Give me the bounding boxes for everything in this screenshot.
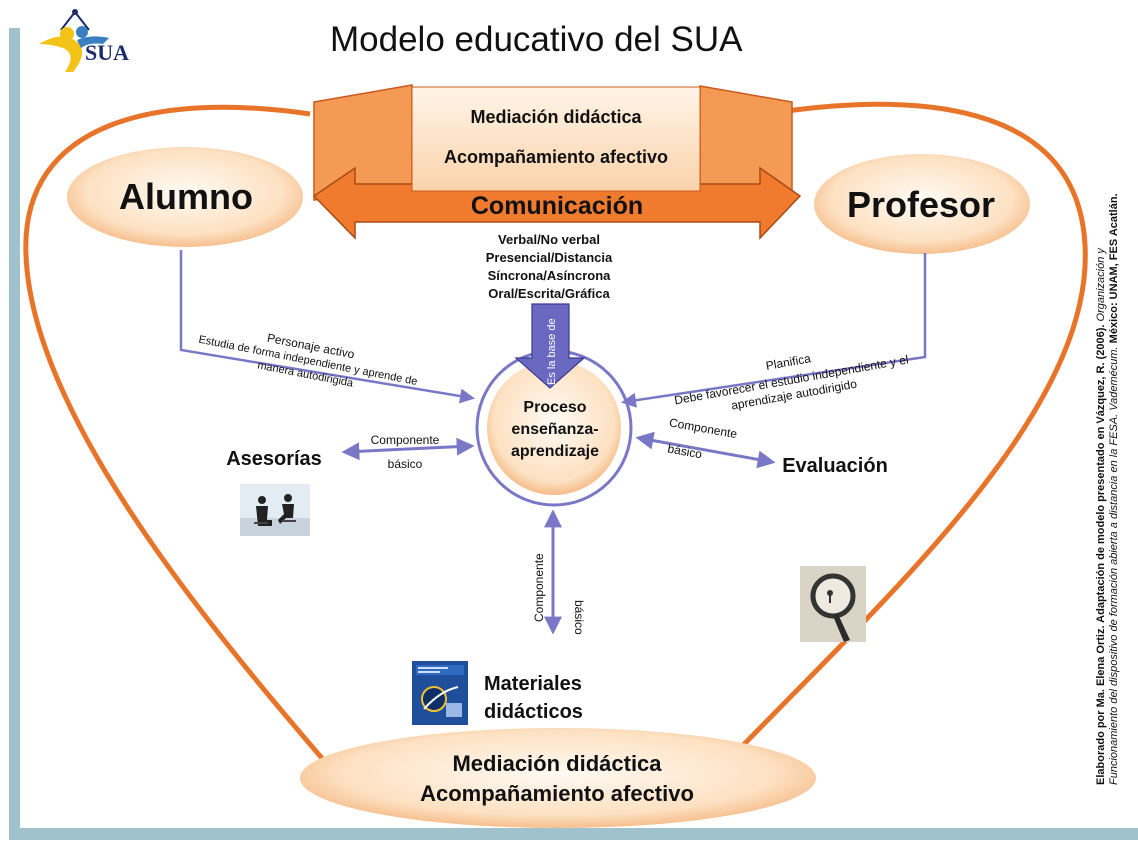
page-title: Modelo educativo del SUA (330, 20, 743, 59)
credit-note: Elaborado por Ma. Elena Ortiz. Adaptació… (1095, 25, 1121, 785)
credit-line2-italic: Funcionamiento del dispositivo de formac… (1108, 346, 1120, 785)
center-line2: enseñanza- (511, 421, 598, 438)
materiales-book-image (412, 661, 468, 725)
credit-line1-italic: Organización y (1095, 248, 1107, 325)
bottom-frame-bar (9, 828, 1138, 840)
bottom-line1: Mediación didáctica (452, 751, 662, 776)
process-inner-circle (487, 361, 621, 495)
sua-logo (39, 9, 109, 72)
comm-type-2: Presencial/Distancia (486, 250, 613, 265)
evaluacion-componente-line2: básico (667, 442, 704, 462)
logo-text: SUA (85, 40, 130, 65)
profesor-connector-arrow (621, 253, 927, 408)
comunicacion-label: Comunicación (471, 192, 643, 220)
es-la-base-arrow (514, 303, 586, 389)
materiales-componente-line1: Componente (532, 553, 546, 622)
credit-line2-bold: México: UNAM, FES Acatlán. (1108, 193, 1120, 347)
profesor-label: Profesor (847, 184, 995, 225)
bottom-mediacion-oval (300, 728, 816, 828)
evaluacion-componente-line1: Componente (668, 415, 738, 441)
profesor-oval (814, 154, 1030, 254)
asesorias-double-arrow (341, 437, 475, 461)
mediacion-top-box (411, 86, 701, 192)
asesorias-componente-line2: básico (388, 457, 423, 471)
alumno-connector-arrow (179, 250, 475, 404)
center-line1: Proceso (523, 399, 586, 416)
asesorias-label: Asesorías (226, 448, 322, 470)
credit-line1-bold: Elaborado por Ma. Elena Ortiz. Adaptació… (1095, 324, 1107, 785)
alumno-label: Alumno (119, 176, 253, 217)
top-box-line2: Acompañamiento afectivo (444, 147, 668, 167)
comm-type-3: Síncrona/Asíncrona (488, 268, 612, 283)
evaluacion-double-arrow (635, 431, 776, 469)
evaluacion-magnifier-image (800, 566, 866, 642)
asesorias-meeting-image (240, 484, 310, 536)
materiales-label-line2: didácticos (484, 701, 583, 723)
bottom-line2: Acompañamiento afectivo (420, 781, 694, 806)
left-frame-bar (9, 28, 20, 840)
center-line3: aprendizaje (511, 443, 599, 460)
asesorias-componente-line1: Componente (371, 433, 440, 447)
comm-type-4: Oral/Escrita/Gráfica (488, 286, 610, 301)
es-la-base-label: Es la base de (546, 318, 558, 385)
materiales-componente-line2: básico (572, 600, 586, 635)
comm-type-1: Verbal/No verbal (498, 232, 600, 247)
materiales-label-line1: Materiales (484, 673, 582, 695)
logo-emblem-icon (39, 9, 109, 72)
evaluacion-label: Evaluación (782, 455, 888, 477)
top-box-line1: Mediación didáctica (470, 107, 642, 127)
alumno-oval (67, 147, 303, 247)
